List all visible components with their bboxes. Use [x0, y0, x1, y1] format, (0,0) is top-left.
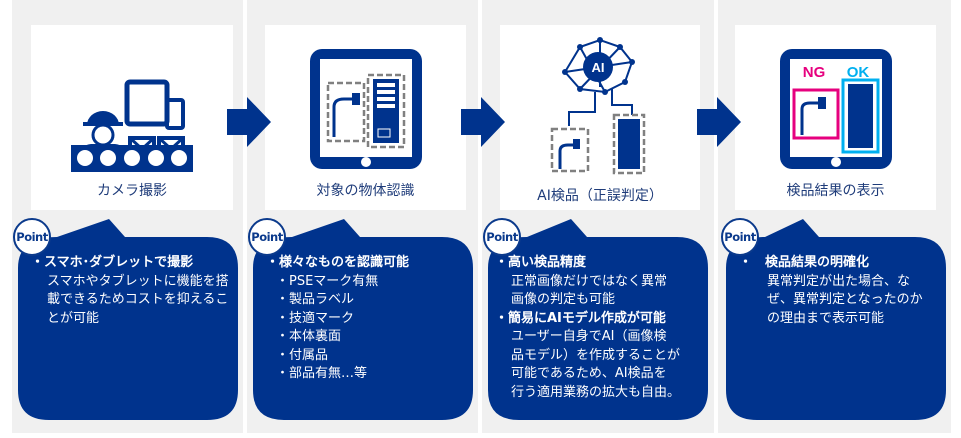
step-caption: AI検品（正誤判定） [537, 188, 663, 204]
point-text: スマホやタブレットに機能を搭 [47, 273, 229, 289]
point-bubble-1: Point ・スマホ･ダブレットで撮影 スマホやタブレットに機能を搭 載できるた… [13, 210, 239, 422]
point-text: 可能であるため、AI検品を [511, 366, 667, 381]
point-item: ・技適マーク [276, 310, 355, 326]
point-item: ・付属品 [276, 347, 329, 363]
point-bubble-2: Point ・様々なものを認識可能 ・PSEマーク有無 ・製品ラベル ・技適マー… [248, 210, 474, 422]
point-text: 載できるためコストを抑えるこ [47, 292, 229, 307]
ai-label: AI [592, 60, 605, 75]
point-text: 画像の判定も可能 [511, 292, 616, 307]
ok-label: OK [846, 64, 869, 81]
ng-label: NG [802, 64, 825, 81]
point-item: ・部品有無…等 [276, 366, 368, 381]
tablet-recognition-icon [309, 49, 422, 169]
step-caption: 対象の物体認識 [316, 183, 415, 199]
point-text: 正常画像だけではなく異常 [511, 273, 668, 289]
point-item: ・PSEマーク有無 [276, 273, 379, 289]
point-badge: Point [248, 218, 286, 256]
point-item: ・製品ラベル [276, 292, 355, 307]
point-heading: ・高い検品精度 [495, 255, 587, 270]
point-heading: ・様々なものを認識可能 [266, 255, 410, 270]
point-bubble-3: Point ・高い検品精度 正常画像だけではなく異常 画像の判定も可能 ・簡易に… [483, 210, 709, 422]
arrow-right-icon [227, 97, 271, 147]
point-badge: Point [483, 218, 521, 256]
point-text: の理由まで表示可能 [767, 310, 885, 326]
point-heading: ・スマホ･ダブレットで撮影 [31, 255, 194, 270]
point-bubble-4: Point ・ 検品結果の明確化 異常判定が出た場合、な ぜ、異常判定となったの… [721, 210, 947, 422]
step-card-camera: カメラ撮影 [31, 25, 233, 210]
point-heading: ・ 検品結果の明確化 [739, 255, 870, 270]
conveyor-belt-icon [71, 145, 193, 172]
point-text: 異常判定が出た場合、な [767, 273, 911, 289]
step-card-recognition: 対象の物体認識 [265, 25, 466, 210]
ai-network-icon: AI [550, 37, 646, 175]
arrow-right-icon [461, 97, 505, 147]
point-text: 品モデル）を作成することが [511, 347, 681, 363]
point-text: とが可能 [47, 310, 100, 326]
point-heading: ・簡易にAIモデル作成が可能 [495, 310, 666, 326]
step-card-result: NG OK 検品結果の表示 [735, 25, 936, 210]
point-item: ・本体裏面 [276, 329, 342, 344]
step-caption: カメラ撮影 [97, 183, 167, 199]
step-caption: 検品結果の表示 [786, 183, 885, 199]
worker-conveyor-icon [81, 79, 185, 160]
point-text: 行う適用業務の拡大も自由。 [511, 384, 681, 400]
tablet-result-icon: NG OK [779, 49, 892, 169]
step-card-ai-inspection: AI AI検品（正誤判定） [500, 25, 700, 210]
point-text: ぜ、異常判定となったのか [767, 292, 923, 307]
point-badge: Point [13, 218, 51, 256]
point-badge: Point [721, 218, 759, 256]
arrow-right-icon [697, 97, 741, 147]
point-text: ユーザー自身でAI（画像検 [511, 329, 667, 344]
